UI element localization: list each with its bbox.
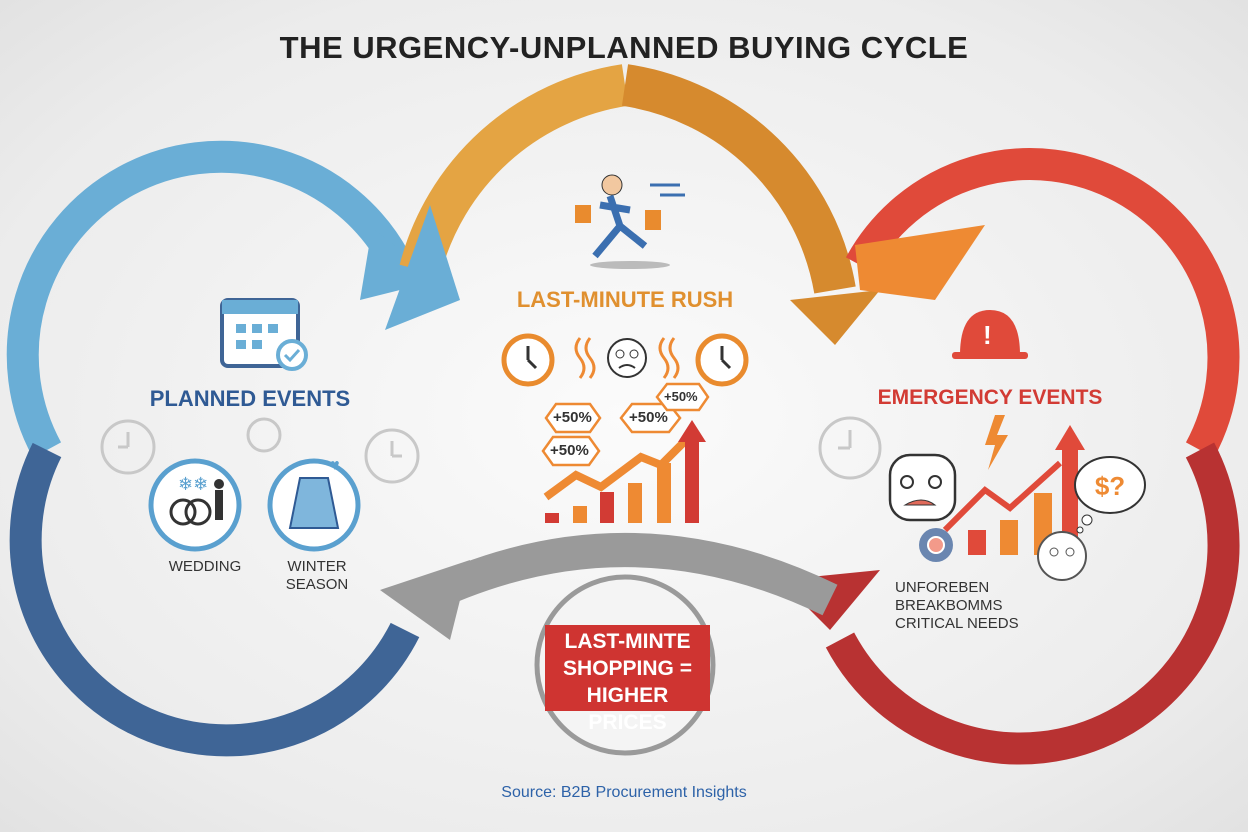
clock-icon (100, 416, 882, 484)
stressed-face-icon (574, 337, 680, 379)
alarm-clock-icon (501, 333, 555, 387)
running-shopper-icon (575, 174, 685, 269)
percent-badge: +50% (629, 409, 668, 426)
arrowhead-blue-top (385, 205, 460, 330)
wedding-icon: ❄❄ (148, 458, 242, 552)
percent-badge: +50% (553, 409, 592, 426)
planned-ring-top (6, 140, 410, 458)
last-minute-rush-heading: LAST-MINUTE RUSH (516, 287, 734, 312)
rush-arc-right (621, 64, 856, 294)
arrowhead-orange-right (855, 225, 985, 300)
calendar-check-icon (220, 298, 308, 371)
label-line-1: LAST-MINTE (564, 630, 691, 653)
panicked-face-icon (888, 453, 957, 522)
emergency-chart (942, 415, 1085, 556)
thought-bubble-icon: $? (1074, 456, 1146, 534)
percent-badge: +50% (550, 442, 589, 459)
bottom-arc (412, 533, 838, 616)
alarm-bell-icon: ! (952, 310, 1028, 359)
emergency-caption: UNFOREBEN BREAKBOMMS CRITICAL NEEDS (895, 579, 1095, 633)
emergency-ring-bottom (825, 442, 1240, 765)
alarm-clock-icon (695, 333, 749, 387)
svg-text:♥: ♥ (330, 457, 340, 474)
svg-text:❄❄: ❄❄ (178, 474, 208, 494)
worried-face-icon (1037, 531, 1087, 581)
svg-text:!: ! (983, 320, 992, 350)
label-line-3: HIGHER PRICES (586, 684, 669, 734)
arrowhead-orange (790, 290, 880, 345)
caption-line-2: CRITICAL NEEDS (895, 615, 1019, 632)
planned-events-heading: PLANNED EVENTS (149, 386, 351, 411)
winter-season-label: WINTER SEASON (285, 558, 349, 593)
label-line-2: SHOPPING = (563, 657, 692, 680)
planned-ring-bottom (9, 442, 420, 757)
percent-badge: +50% (664, 389, 698, 404)
bubble-text: $? (1095, 471, 1125, 501)
rush-arc-left (399, 64, 629, 276)
winter-coat-icon: ♥ (267, 457, 361, 552)
percent-badges (541, 382, 710, 467)
higher-prices-label: LAST-MINTE SHOPPING = HIGHER PRICES (545, 625, 710, 734)
wedding-label: WEDDING (168, 558, 242, 575)
gear-icon (919, 528, 953, 562)
rising-price-chart (543, 420, 706, 523)
arrowhead-grey (380, 560, 470, 640)
emergency-events-heading: EMERGENCY EVENTS (877, 386, 1103, 409)
page-title: THE URGENCY-UNPLANNED BUYING CYCLE (279, 30, 969, 65)
emergency-ring-top (845, 147, 1240, 458)
caption-line-1: UNFOREBEN BREAKBOMMS (895, 579, 1003, 614)
source-credit: Source: B2B Procurement Insights (501, 784, 747, 801)
